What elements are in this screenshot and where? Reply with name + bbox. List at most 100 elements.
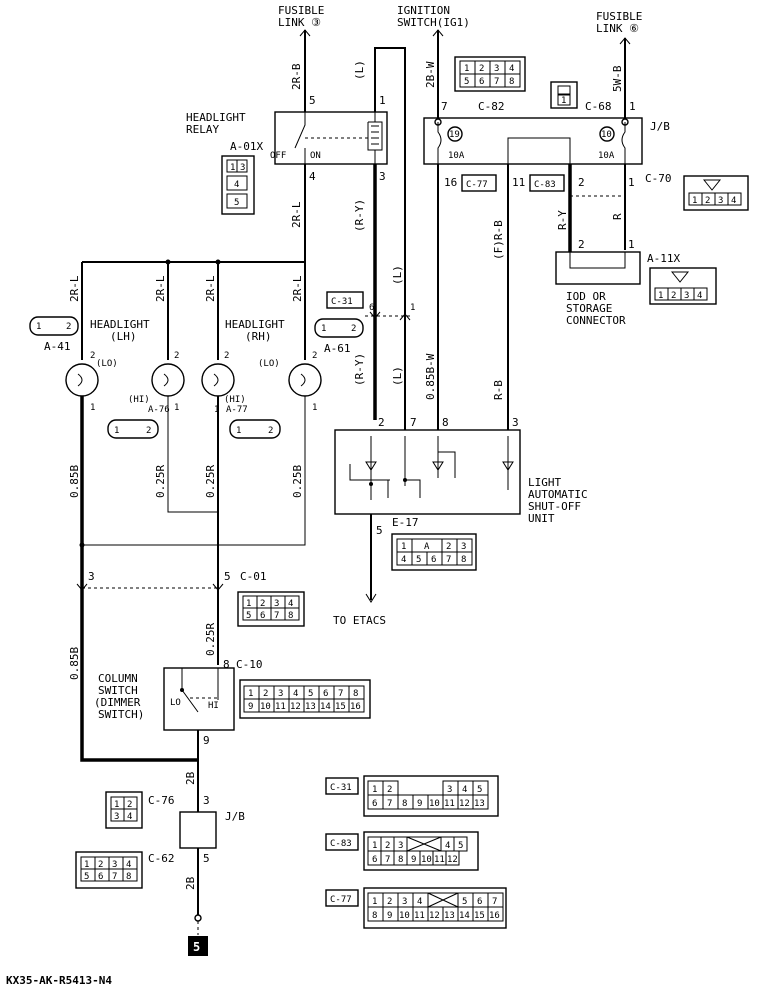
connector-cell-label: 11 xyxy=(444,799,455,809)
ignition-switch-label: IGNITION SWITCH(IG1) xyxy=(397,4,470,29)
svg-text:1: 1 xyxy=(628,238,635,251)
svg-text:(RH): (RH) xyxy=(245,330,272,343)
connector-cell-label: 7 xyxy=(387,799,392,809)
connector-cell-label: 13 xyxy=(474,799,485,809)
svg-text:1: 1 xyxy=(464,64,469,74)
connector-cell-label: 2 xyxy=(387,785,392,795)
pin-label: 16 xyxy=(444,176,457,189)
svg-text:8: 8 xyxy=(442,416,449,429)
connector-cell xyxy=(472,780,489,796)
svg-text:3: 3 xyxy=(240,163,245,173)
svg-text:7: 7 xyxy=(446,555,451,565)
svg-text:A-41: A-41 xyxy=(44,340,71,353)
svg-text:3: 3 xyxy=(274,599,279,609)
svg-text:1: 1 xyxy=(410,303,415,313)
connector-cell-label: 6 xyxy=(323,689,328,699)
connector-cell-label: 5 xyxy=(458,841,463,851)
svg-text:8: 8 xyxy=(461,555,466,565)
iod-storage-connector: 2 1 A-11X IOD OR STORAGE CONNECTOR xyxy=(555,238,680,327)
svg-text:8: 8 xyxy=(223,658,230,671)
svg-text:1: 1 xyxy=(36,322,41,332)
connector-blank-cross xyxy=(427,892,459,908)
connector-cell-label: 5 xyxy=(308,689,313,699)
connector-cell-label: 5 xyxy=(462,897,467,907)
wire-label: 2B xyxy=(184,876,197,890)
connector-cell-label: 1 xyxy=(372,785,377,795)
svg-text:2: 2 xyxy=(578,176,585,189)
wire-label: 0.25R xyxy=(204,623,217,656)
svg-text:2: 2 xyxy=(671,291,676,301)
connector-cell-label: 6 xyxy=(372,799,377,809)
wire-label: 2R-L xyxy=(154,275,167,302)
svg-text:3: 3 xyxy=(718,196,723,206)
svg-text:C-77: C-77 xyxy=(330,895,352,905)
connector-cell-label: 12 xyxy=(429,911,440,921)
svg-text:1: 1 xyxy=(90,403,95,413)
connector-cell-label: 7 xyxy=(338,689,343,699)
svg-text:1: 1 xyxy=(628,176,635,189)
svg-text:1: 1 xyxy=(174,403,179,413)
wire-label: 2R-L xyxy=(204,275,217,302)
connector-cell-label: 2 xyxy=(385,841,390,851)
connector-c31-tag: C-31 6 1 xyxy=(326,291,415,313)
svg-text:A-61: A-61 xyxy=(324,342,351,355)
svg-text:1: 1 xyxy=(214,405,219,415)
svg-text:3: 3 xyxy=(379,170,386,183)
connector-cell-label: 6 xyxy=(372,855,377,865)
svg-text:3: 3 xyxy=(88,570,95,583)
wire-label: 2B-W xyxy=(424,61,437,88)
svg-text:IGNITION: IGNITION xyxy=(397,4,450,17)
svg-text:2: 2 xyxy=(446,542,451,552)
connector-cell-label: 2 xyxy=(387,897,392,907)
svg-text:ON: ON xyxy=(310,151,321,161)
svg-text:4: 4 xyxy=(697,291,702,301)
connector-a77-tag xyxy=(229,419,281,439)
pin-label: 11 xyxy=(512,176,525,189)
svg-text:LINK ③: LINK ③ xyxy=(278,16,321,29)
svg-text:(LO): (LO) xyxy=(258,359,280,369)
svg-text:RELAY: RELAY xyxy=(186,123,219,136)
connector-c77-tag xyxy=(461,174,497,192)
connector-cell-label: 12 xyxy=(290,702,301,712)
wire-label: 0.85B-W xyxy=(424,353,437,400)
svg-text:1: 1 xyxy=(114,800,119,810)
ground-terminal xyxy=(194,914,202,922)
svg-text:5: 5 xyxy=(246,611,251,621)
connector-blank-cross xyxy=(406,836,442,852)
connector-cell-label: 11 xyxy=(414,911,425,921)
connector-cell-label: 10 xyxy=(421,855,432,865)
svg-text:1: 1 xyxy=(379,94,386,107)
connector-cell-label: 7 xyxy=(385,855,390,865)
svg-text:10A: 10A xyxy=(448,151,465,161)
svg-text:2: 2 xyxy=(174,351,179,361)
svg-text:3: 3 xyxy=(114,812,119,822)
connector-cell-label: 16 xyxy=(489,911,500,921)
svg-text:5: 5 xyxy=(416,555,421,565)
svg-text:6: 6 xyxy=(98,872,103,882)
svg-text:5: 5 xyxy=(309,94,316,107)
connector-cell-label: 9 xyxy=(417,799,422,809)
wire-label: 2R-B xyxy=(290,63,303,90)
junction-block-bottom: 3 5 J/B C-76 C-62 xyxy=(148,794,245,865)
svg-text:LO: LO xyxy=(170,698,181,708)
column-dimmer-switch: LO HI COLUMN SWITCH (DIMMER SWITCH) 9 xyxy=(94,667,235,747)
connector-cell-label: 16 xyxy=(350,702,361,712)
connector-cell-label: 4 xyxy=(293,689,298,699)
light-auto-shutoff-unit: 2 7 8 3 LIGHT AUTOMATIC SHUT-OFF UNIT E-… xyxy=(334,416,588,537)
connector-cell-label: 3 xyxy=(447,785,452,795)
svg-text:5: 5 xyxy=(234,198,239,208)
drawing-code: KX35-AK-R5413-N4 xyxy=(6,974,112,987)
svg-text:2: 2 xyxy=(260,599,265,609)
svg-text:E-17: E-17 xyxy=(392,516,419,529)
wire-label: R-B xyxy=(492,380,505,400)
connector-cell xyxy=(487,892,504,908)
connector-cell-label: 12 xyxy=(459,799,470,809)
bulb-rh-hi: 2 1 (HI) A-77 xyxy=(201,351,248,415)
svg-text:AUTOMATIC: AUTOMATIC xyxy=(528,488,588,501)
connector-cell-label: 13 xyxy=(444,911,455,921)
svg-text:4: 4 xyxy=(731,196,736,206)
